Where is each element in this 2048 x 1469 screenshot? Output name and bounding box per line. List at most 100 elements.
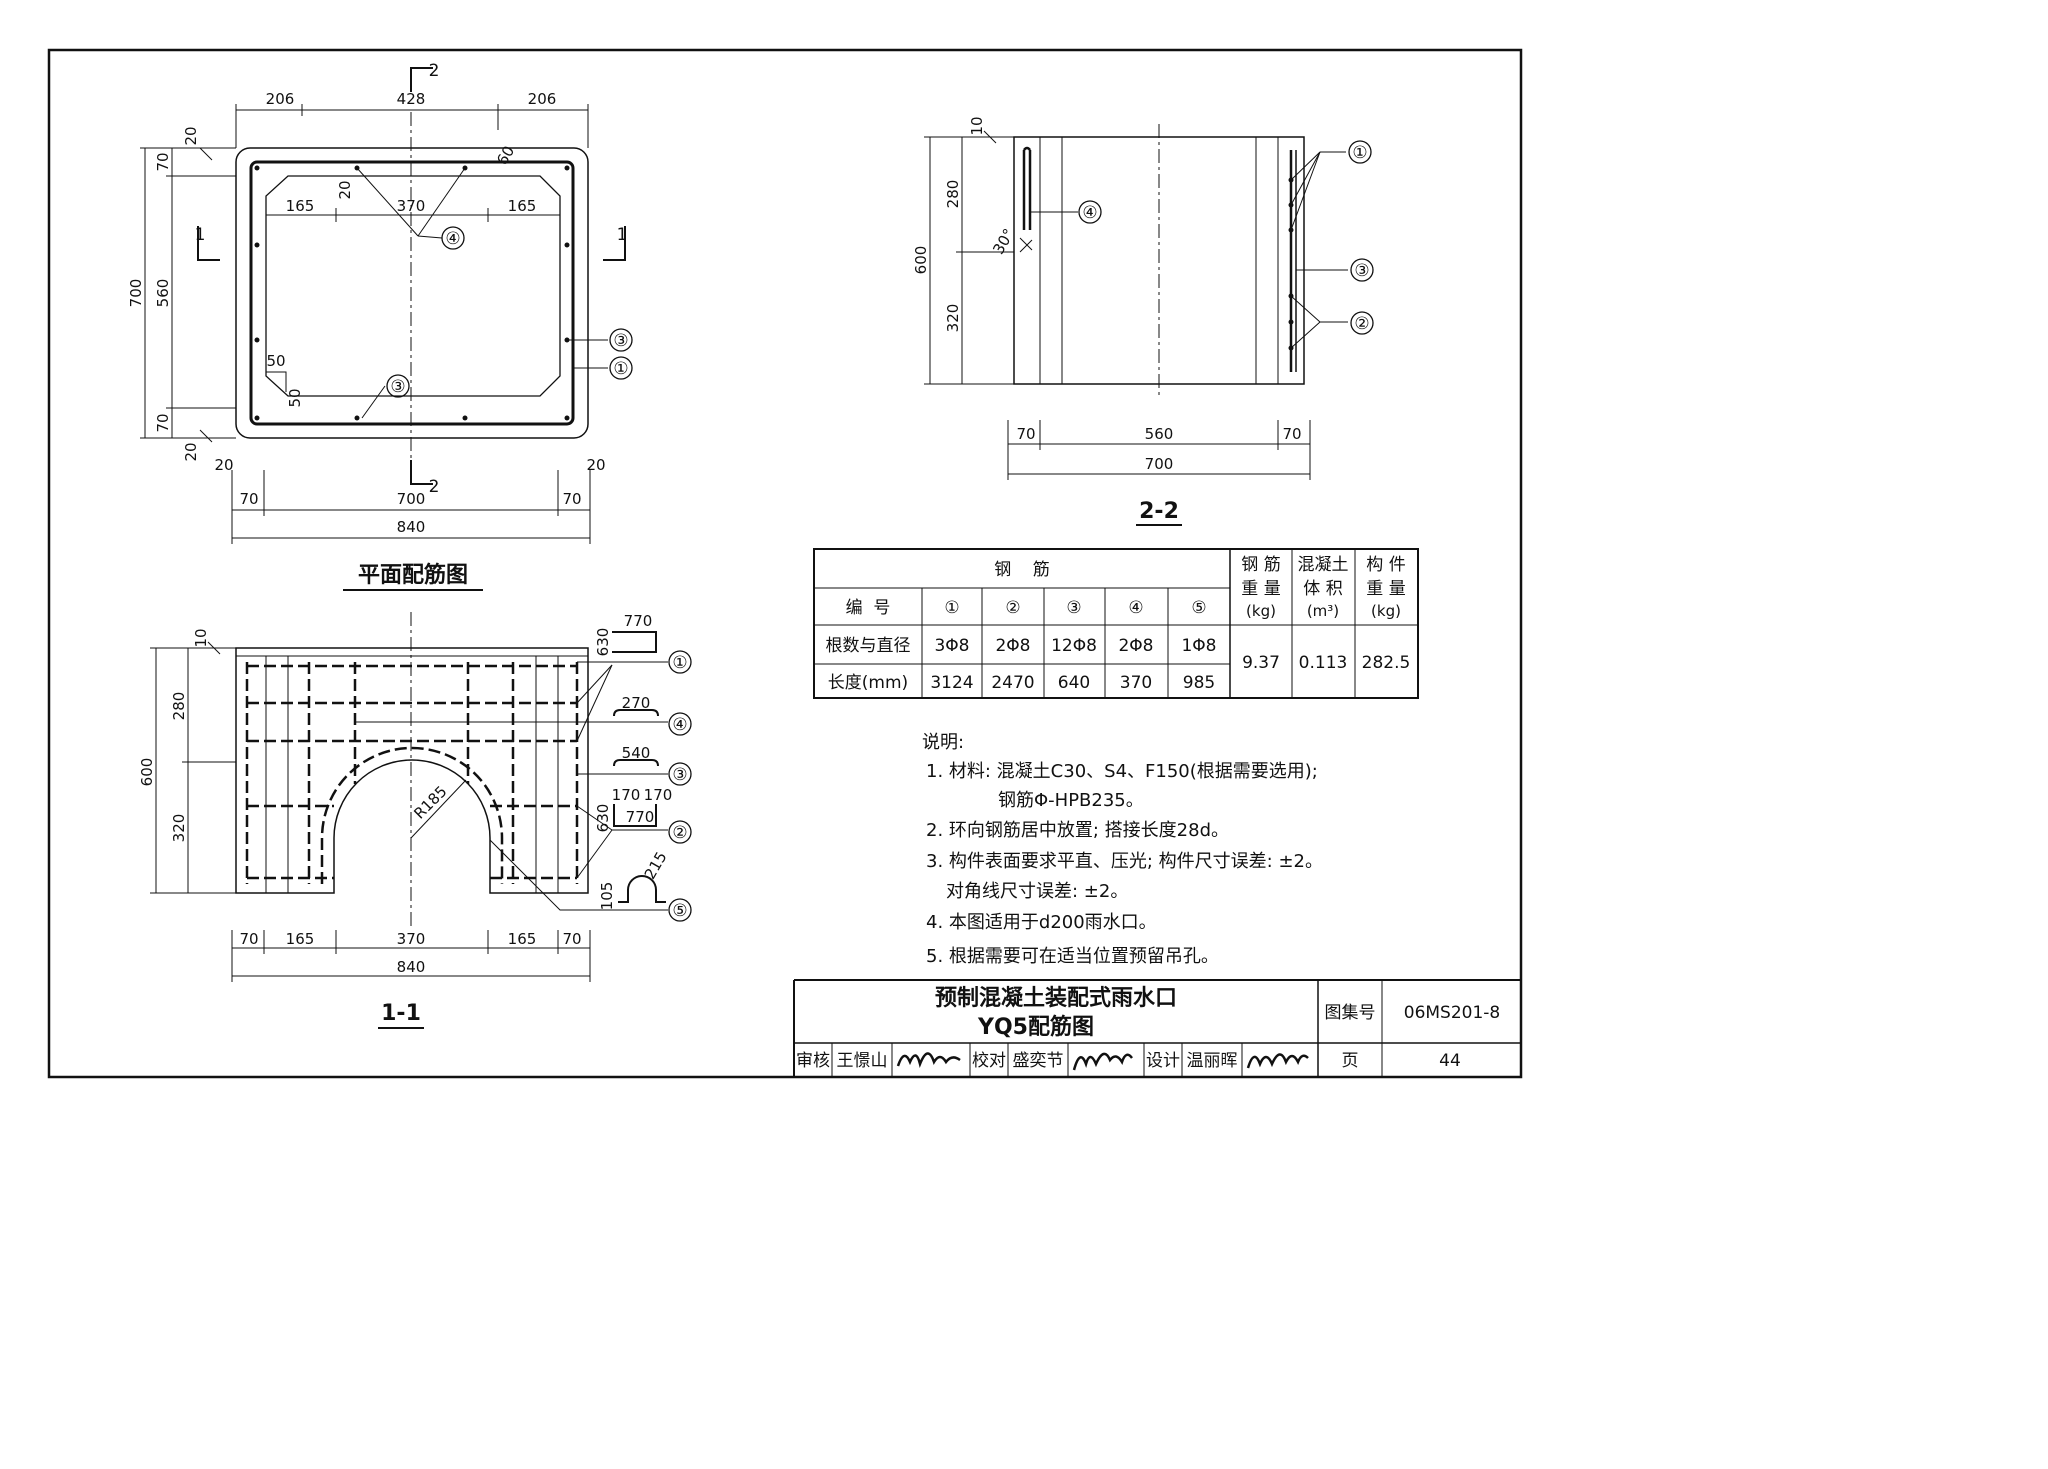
s11-shape-bar-2 (613, 804, 657, 827)
tbl-bar-id-3: ③ (1066, 598, 1081, 618)
plan-outer-outline (235, 147, 589, 439)
tbl-concrete-h2: 体 积 (1303, 579, 1342, 599)
s22-bar-4 (1022, 146, 1032, 230)
plan-dim-560: 560 (154, 279, 172, 308)
note-3b: 对角线尺寸误差: ±2。 (946, 881, 1128, 902)
s11-dim-165-left: 165 (286, 930, 315, 948)
s11-callout-5 (668, 898, 692, 922)
tbl-length-4: 370 (1120, 673, 1152, 693)
s11-shape2-h: 630 (594, 804, 612, 833)
plan-dim-70-br: 70 (562, 490, 581, 508)
tbl-steel-weight-h3: (kg) (1246, 602, 1276, 620)
tb-checker: 盛奕节 (1013, 1051, 1064, 1071)
plan-callout-1-text: ① (613, 359, 628, 379)
s22-dim-70-left: 70 (1016, 425, 1035, 443)
plan-section-2-top: 2 (429, 61, 440, 81)
tb-atlas-no: 06MS201-8 (1404, 1003, 1501, 1023)
s11-dim-165-right: 165 (508, 930, 537, 948)
tbl-member-h2: 重 量 (1366, 579, 1405, 599)
plan-dim-206-right: 206 (528, 90, 557, 108)
s11-shape1-len: 770 (624, 612, 653, 630)
tbl-number-label: 编 号 (846, 598, 891, 618)
note-3: 3. 构件表面要求平直、压光; 构件尺寸误差: ±2。 (926, 851, 1323, 872)
plan-dim-428: 428 (397, 90, 426, 108)
plan-dim-20-br: 20 (586, 456, 605, 474)
section-2-2-texts: 10 280 600 320 30° 70 560 70 700 ① ④ ③ ②… (912, 116, 1370, 524)
tbl-length-2: 2470 (991, 673, 1034, 693)
tbl-count-label: 根数与直径 (826, 636, 911, 656)
tb-design-label: 设计 (1146, 1051, 1180, 1071)
tb-designer: 温丽晖 (1187, 1051, 1238, 1071)
tbl-member-weight: 282.5 (1362, 653, 1411, 673)
s11-dim-370: 370 (397, 930, 426, 948)
section-2-2 (924, 124, 1374, 526)
tbl-length-label: 长度(mm) (828, 673, 908, 693)
plan-inner-opening (265, 175, 561, 397)
s11-dim-70-right: 70 (562, 930, 581, 948)
plan-section-1-left: 1 (195, 225, 206, 245)
note-2: 2. 环向钢筋居中放置; 搭接长度28d。 (926, 820, 1229, 841)
s22-dim-280: 280 (944, 180, 962, 209)
s11-shape2-len: 770 (626, 808, 655, 826)
tbl-length-3: 640 (1058, 673, 1090, 693)
plan-dim-165-right: 165 (508, 197, 537, 215)
tbl-concrete-h1: 混凝土 (1298, 555, 1349, 575)
plan-dim-20-bl: 20 (214, 456, 233, 474)
tbl-count-5: 1Φ8 (1181, 636, 1216, 656)
plan-dim-50-h: 50 (266, 352, 285, 370)
s11-shape2-b: 170 (644, 786, 673, 804)
s11-outline (235, 647, 589, 894)
s11-shape5-h: 105 (598, 882, 616, 911)
section-1-1-texts: 10 600 280 320 70 165 370 165 70 840 R18… (138, 612, 688, 1026)
plan-section-1-right: 1 (617, 225, 628, 245)
s22-dim-70-right: 70 (1282, 425, 1301, 443)
tbl-member-h1: 构 件 (1366, 555, 1405, 575)
s11-callout-1 (668, 650, 692, 674)
s11-shape-bar-4 (613, 709, 659, 717)
plan-dim-206-left: 206 (266, 90, 295, 108)
s11-dim-840: 840 (397, 958, 426, 976)
s11-callout-2-text: ② (672, 823, 687, 843)
tb-checker-signature (1072, 1052, 1133, 1071)
plan-view (140, 67, 633, 591)
s11-title: 1-1 (381, 1001, 421, 1026)
plan-dim-50-v: 50 (286, 388, 304, 407)
plan-dim-840: 840 (397, 518, 426, 536)
title-block (793, 979, 1521, 1077)
s11-dim-320: 320 (170, 814, 188, 843)
s11-shape-bar-5 (618, 875, 666, 903)
plan-dim-700-bottom: 700 (397, 490, 426, 508)
note-4: 4. 本图适用于d200雨水口。 (926, 912, 1157, 933)
plan-dim-70-bottom: 70 (154, 413, 172, 432)
tbl-length-5: 985 (1183, 673, 1215, 693)
plan-dim-70-bl: 70 (239, 490, 258, 508)
note-5: 5. 根据需要可在适当位置预留吊孔。 (926, 946, 1219, 967)
tbl-steel-weight: 9.37 (1242, 653, 1280, 673)
s11-callout-3-text: ③ (672, 765, 687, 785)
tbl-steel-weight-h1: 钢 筋 (1241, 555, 1280, 575)
s11-callout-5-text: ⑤ (672, 901, 687, 921)
note-1: 1. 材料: 混凝土C30、S4、F150(根据需要选用); (926, 761, 1318, 782)
plan-dim-370: 370 (397, 197, 426, 215)
s22-callout-2 (1350, 311, 1374, 335)
s22-dim-560: 560 (1145, 425, 1174, 443)
plan-dim-700-left: 700 (127, 279, 145, 308)
s11-shape3-len: 540 (622, 744, 651, 762)
plan-callout-3-right (609, 328, 633, 352)
s11-shape-bar-3 (613, 759, 659, 767)
section-1-1 (150, 612, 692, 1029)
plan-dim-20-top: 20 (182, 126, 200, 145)
note-1b: 钢筋Φ-HPB235。 (998, 790, 1144, 811)
sheet-border (47, 48, 1523, 1079)
notes-heading: 说明: (922, 732, 964, 753)
title-block-texts: 预制混凝土装配式雨水口 YQ5配筋图 图集号 06MS201-8 审核 王憬山 … (796, 985, 1500, 1071)
tb-title-line1: 预制混凝土装配式雨水口 (935, 985, 1177, 1011)
tbl-count-2: 2Φ8 (995, 636, 1030, 656)
plan-callout-3-right-text: ③ (613, 331, 628, 351)
tbl-bar-id-2: ② (1005, 598, 1020, 618)
tbl-bar-id-5: ⑤ (1191, 598, 1206, 618)
s22-title: 2-2 (1139, 499, 1179, 524)
plan-dim-bar-60: 60 (493, 143, 518, 169)
notes: 说明: 1. 材料: 混凝土C30、S4、F150(根据需要选用); 钢筋Φ-H… (922, 732, 1323, 967)
rebar-table (813, 548, 1419, 699)
